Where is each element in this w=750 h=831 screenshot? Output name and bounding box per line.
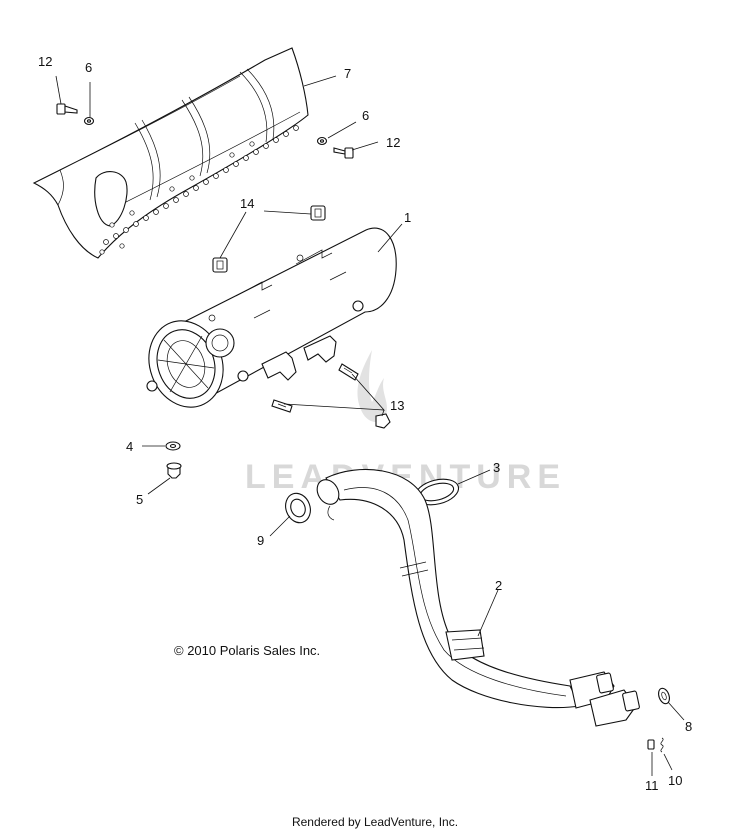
head-pipe [316, 468, 640, 727]
callout-5: 5 [136, 492, 143, 507]
callout-14: 14 [240, 196, 254, 211]
callout-4: 4 [126, 439, 133, 454]
washer-4 [165, 441, 181, 451]
callouts: 12 6 7 6 12 14 1 13 4 3 5 9 2 8 11 10 [38, 54, 692, 793]
heat-shield [32, 47, 309, 259]
bolt-12-right [333, 147, 354, 159]
gasket-8 [658, 687, 670, 705]
callout-1: 1 [404, 210, 411, 225]
callout-2: 2 [495, 578, 502, 593]
muffler [146, 227, 397, 408]
callout-12-upper-left: 12 [38, 54, 52, 69]
callout-10: 10 [668, 773, 682, 788]
washer-6-right [316, 136, 328, 146]
callout-7: 7 [344, 66, 351, 81]
gasket-9 [285, 492, 311, 524]
grommet-14-left [212, 257, 228, 273]
bolt-12-upper-left [56, 103, 78, 115]
callout-12-right: 12 [386, 135, 400, 150]
callout-6-right: 6 [362, 108, 369, 123]
bushing-5 [166, 462, 182, 479]
footer-text: Rendered by LeadVenture, Inc. [292, 815, 458, 829]
callout-6-upper-left: 6 [85, 60, 92, 75]
copyright-text: © 2010 Polaris Sales Inc. [174, 643, 320, 658]
grommet-14-top [310, 205, 326, 221]
callout-8: 8 [685, 719, 692, 734]
spring-10 [660, 737, 664, 753]
callout-3: 3 [493, 460, 500, 475]
nut-11 [647, 739, 655, 750]
leader-lines [55, 75, 685, 776]
nut-13-lower [375, 413, 391, 429]
watermark-flame-icon [357, 350, 387, 423]
washer-6-upper-left [83, 116, 95, 126]
callout-9: 9 [257, 533, 264, 548]
callout-11: 11 [645, 778, 659, 793]
callout-13: 13 [390, 398, 404, 413]
stud-13-left [271, 399, 293, 413]
